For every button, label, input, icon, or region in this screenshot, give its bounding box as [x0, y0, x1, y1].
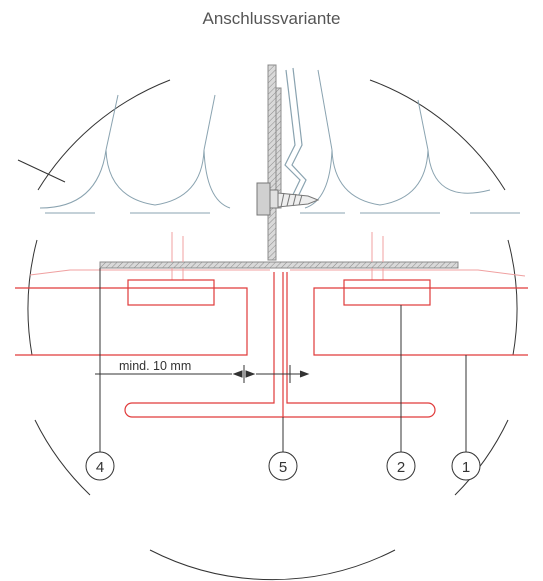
callout-2: 2: [386, 451, 416, 481]
flashing-profiles: [15, 272, 528, 418]
callout-1: 1: [451, 451, 481, 481]
callout-number: 5: [279, 459, 287, 476]
callout-number: 4: [96, 459, 104, 476]
dimension-label: mind. 10 mm: [119, 359, 191, 373]
detail-circle: [17, 79, 518, 581]
screw-icon: [256, 182, 320, 216]
callout-5: 5: [268, 451, 298, 481]
leader-lines: [99, 268, 467, 452]
construction-lines: [29, 232, 526, 280]
steel-profile: [99, 64, 459, 269]
diagram-title: Anschlussvariante: [202, 9, 341, 28]
roof-panels: [39, 69, 520, 214]
callout-number: 2: [397, 459, 405, 476]
callout-number: 1: [462, 459, 470, 476]
callout-4: 4: [85, 451, 115, 481]
dimension-line: [95, 365, 310, 383]
